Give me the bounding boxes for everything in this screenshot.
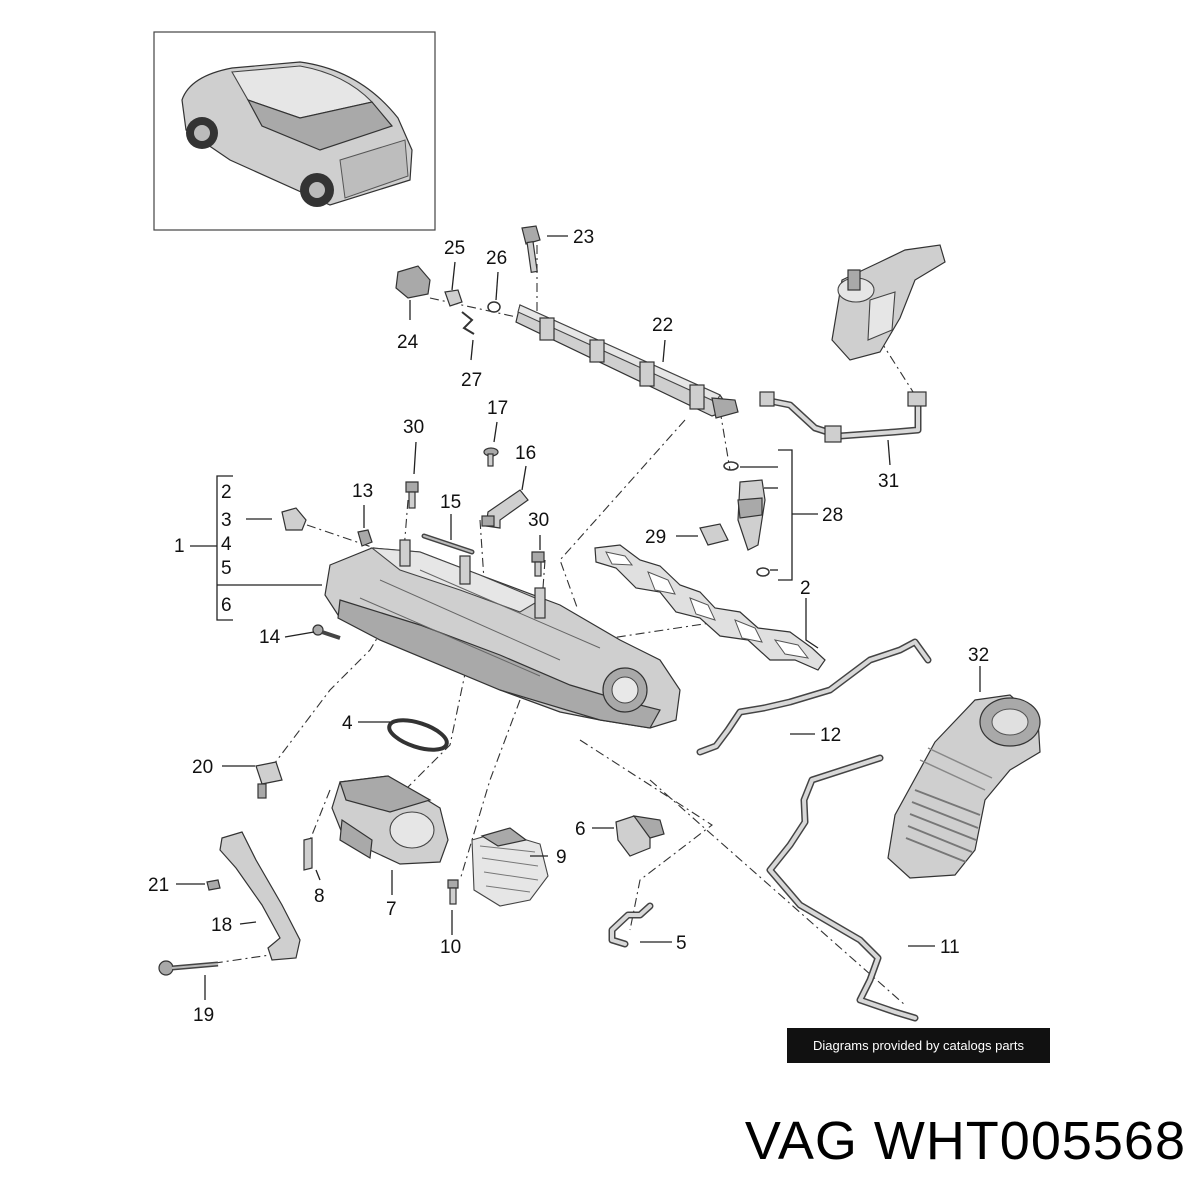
callout-11: 11 [940,937,960,958]
callout-14: 14 [259,627,281,648]
seal-ring-4 [387,718,449,752]
pipe-12 [696,638,932,756]
cap-21 [206,879,221,891]
gasket-2 [594,544,826,671]
callout-31: 31 [878,471,899,492]
callout-2-group: 2 [221,482,232,503]
callout-3: 3 [221,510,232,531]
leader-lines [176,235,981,1000]
pipe-11 [766,754,919,1022]
callout-16: 16 [515,443,536,464]
callout-13: 13 [352,481,373,502]
callout-24: 24 [397,332,419,353]
valve-6 [615,815,665,857]
callout-28: 28 [822,505,843,526]
callout-4: 4 [342,713,353,734]
callout-19: 19 [193,1005,214,1026]
callout-7: 7 [386,899,397,920]
high-pressure-pump [831,244,946,361]
vehicle-thumbnail [153,31,436,231]
callout-18: 18 [211,915,232,936]
bolt-19 [158,960,219,976]
intake-manifold-1 [324,539,681,729]
callout-27: 27 [461,370,482,391]
callout-30-a: 30 [403,417,424,438]
callout-23: 23 [573,227,594,248]
support-bracket-18 [219,831,301,961]
fuel-rail-22 [515,304,739,419]
bracket-group-28 [740,449,818,581]
bolt-17 [483,447,499,467]
callout-30-b: 30 [528,510,549,531]
callout-5-group: 5 [221,558,232,579]
callout-26: 26 [486,248,507,269]
callout-12: 12 [820,725,841,746]
part-number-title: VAG WHT005568 [744,1111,1186,1171]
bracket-group-1 [190,475,322,621]
bracket-16 [481,489,529,529]
screw-8 [303,837,313,871]
callout-25: 25 [444,238,465,259]
throttle-body-7 [331,775,449,865]
callout-10: 10 [440,937,461,958]
bolt-30-a [405,481,419,509]
clip-20 [255,761,283,799]
callout-20: 20 [192,757,213,778]
callout-22: 22 [652,315,673,336]
callout-1: 1 [174,536,185,557]
rod-15 [421,533,475,555]
callout-17: 17 [487,398,508,419]
sensor-3 [281,507,307,531]
callout-29: 29 [645,527,666,548]
callout-9: 9 [556,847,567,868]
bolt-14 [312,624,341,640]
sensor-group-24-27 [395,265,501,335]
callout-32: 32 [968,645,989,666]
air-duct-32 [887,694,1041,879]
callout-labels: 1 2 3 4 5 6 2 4 5 6 7 8 9 10 11 12 13 14… [148,227,989,1026]
injector-28 [699,461,770,577]
callout-2: 2 [800,578,811,599]
callout-8: 8 [314,886,325,907]
hose-5 [608,902,654,948]
bolt-30-b [531,551,545,577]
callout-6: 6 [575,819,586,840]
callout-5: 5 [676,933,687,954]
plate-9 [471,827,549,907]
bolt-23 [521,225,541,273]
callout-4-group: 4 [221,534,232,555]
screw-10 [447,879,459,905]
plug-13 [357,529,373,547]
callout-6-group: 6 [221,595,232,616]
callout-15: 15 [440,492,461,513]
fuel-line-31 [759,391,927,443]
diagram-credit-badge: Diagrams provided by catalogs parts [787,1028,1050,1063]
callout-21: 21 [148,875,169,896]
